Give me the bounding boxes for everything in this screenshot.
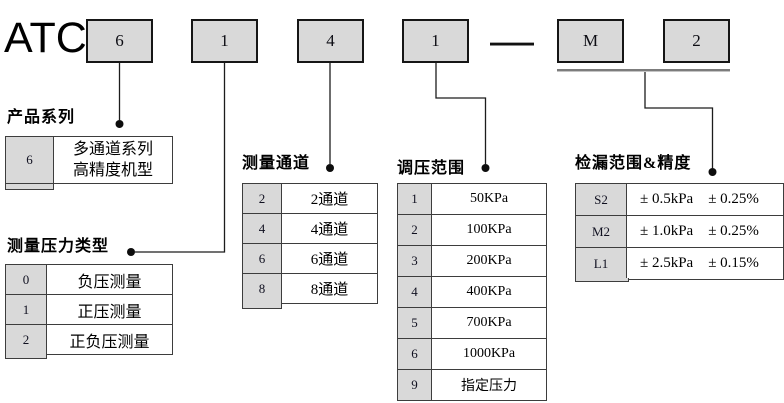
code-cell: 2 (242, 183, 282, 214)
brand-prefix: ATC (4, 13, 87, 62)
connector-line-leak-range (644, 71, 714, 168)
value-cell: ± 0.5kPa ± 0.25% (625, 183, 784, 216)
code-column-stub (397, 394, 432, 401)
code-column-stub (5, 353, 47, 359)
code-cell: 4 (242, 213, 282, 244)
table-row: 2 100KPa (397, 214, 547, 246)
value-cell: ± 1.0kPa ± 0.25% (625, 215, 784, 248)
code-cell: 6 (242, 243, 282, 274)
regulation-range-table: 1 50KPa 2 100KPa 3 200KPa 4 400KPa 5 700… (397, 183, 547, 401)
table-row: L1 ± 2.5kPa ± 0.15% (575, 247, 784, 280)
connector-line-regulation-range (435, 63, 487, 164)
connector-dot-series (115, 120, 124, 128)
leak-range-value: ± 0.5kPa (639, 191, 694, 207)
code-column-stub (5, 184, 54, 190)
section-title-pressure-type: 测量压力类型 (7, 238, 110, 255)
code-cell: 8 (242, 273, 282, 304)
table-row: S2 ± 0.5kPa ± 0.25% (575, 183, 784, 216)
leak-accuracy-value: ± 0.15% (708, 255, 759, 271)
code-box-pressure-type: 1 (191, 19, 258, 63)
pressure-type-table: 0 负压测量 1 正压测量 2 正负压测量 (5, 264, 173, 355)
code-cell: 0 (5, 264, 47, 295)
value-cell: 4通道 (281, 213, 378, 244)
table-row: 4 400KPa (397, 276, 547, 308)
value-cell: 8通道 (281, 273, 378, 304)
code-cell: 1 (397, 183, 432, 215)
table-row: 9 指定压力 (397, 369, 547, 401)
code-cell: 6 (397, 338, 432, 370)
connector-dot-pressure-type (127, 248, 135, 256)
code-cell: 3 (397, 245, 432, 277)
code-cell: 5 (397, 307, 432, 339)
code-separator-dash: — (490, 16, 534, 65)
table-row: 1 正压测量 (5, 294, 173, 325)
code-box-leak-range: M (557, 19, 624, 63)
section-title-channels: 测量通道 (242, 155, 311, 172)
series-table: 6 多通道系列 高精度机型 (5, 136, 173, 184)
code-column-stub (242, 301, 282, 309)
table-row: 1 50KPa (397, 183, 547, 215)
connector-dot-regulation-range (481, 164, 490, 172)
table-row: 2 正负压测量 (5, 324, 173, 355)
value-cell: 多通道系列 高精度机型 (53, 136, 173, 184)
code-cell: 6 (5, 136, 54, 184)
value-cell: ± 2.5kPa ± 0.15% (625, 247, 784, 280)
leak-range-value: ± 2.5kPa (639, 255, 694, 271)
table-row: M2 ± 1.0kPa ± 0.25% (575, 215, 784, 248)
value-cell: 正压测量 (46, 294, 173, 325)
value-cell: 负压测量 (46, 264, 173, 295)
code-box-channels: 4 (297, 19, 364, 63)
value-cell: 100KPa (431, 214, 547, 246)
leak-range-table: S2 ± 0.5kPa ± 0.25% M2 ± 1.0kPa ± 0.25% L1… (575, 183, 784, 280)
section-title-leak-range: 检漏范围&精度 (575, 155, 692, 172)
section-title-regulation-range: 调压范围 (397, 160, 466, 177)
code-cell: S2 (575, 183, 627, 216)
channels-table: 2 2通道 4 4通道 6 6通道 8 8通道 (242, 183, 378, 304)
code-box-regulation-range: 1 (402, 19, 469, 63)
code-cell: L1 (575, 247, 627, 280)
connector-dot-channels (326, 164, 334, 172)
value-cell: 1000KPa (431, 338, 547, 370)
table-row: 3 200KPa (397, 245, 547, 277)
code-cell: M2 (575, 215, 627, 248)
table-row: 4 4通道 (242, 213, 378, 244)
value-cell: 6通道 (281, 243, 378, 274)
code-box-leak-accuracy: 2 (663, 19, 730, 63)
table-row: 8 8通道 (242, 273, 378, 304)
value-cell: 2通道 (281, 183, 378, 214)
leak-group-underline (557, 69, 730, 71)
leak-accuracy-value: ± 0.25% (708, 191, 759, 207)
value-cell: 正负压测量 (46, 324, 173, 355)
code-box-series: 6 (86, 19, 153, 63)
code-cell: 4 (397, 276, 432, 308)
code-cell: 2 (5, 324, 47, 355)
table-row: 6 1000KPa (397, 338, 547, 370)
value-cell: 指定压力 (431, 369, 547, 401)
value-cell: 400KPa (431, 276, 547, 308)
table-row: 2 2通道 (242, 183, 378, 214)
code-cell: 2 (397, 214, 432, 246)
table-row: 5 700KPa (397, 307, 547, 339)
section-title-series: 产品系列 (7, 109, 76, 126)
table-row: 6 6通道 (242, 243, 378, 274)
leak-range-value: ± 1.0kPa (639, 223, 694, 239)
code-cell: 1 (5, 294, 47, 325)
value-cell: 200KPa (431, 245, 547, 277)
code-column-stub (575, 278, 629, 282)
leak-accuracy-value: ± 0.25% (708, 223, 759, 239)
table-row: 0 负压测量 (5, 264, 173, 295)
connector-dot-leak-range (708, 168, 717, 176)
table-row: 6 多通道系列 高精度机型 (5, 136, 173, 184)
value-cell: 50KPa (431, 183, 547, 215)
value-cell: 700KPa (431, 307, 547, 339)
